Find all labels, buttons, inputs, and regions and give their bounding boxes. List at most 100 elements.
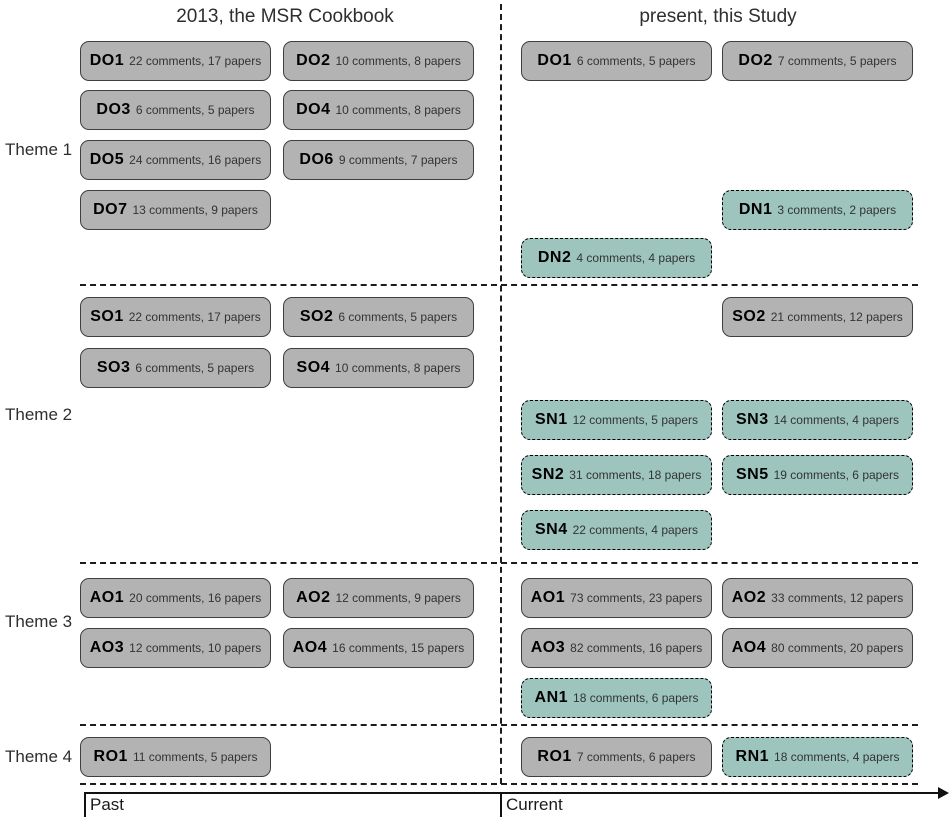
axis-tick-past <box>84 792 86 817</box>
topic-stats: 3 comments, 2 papers <box>777 203 897 217</box>
topic-box-study-RO1: RO1 7 comments, 6 papers <box>521 737 712 777</box>
topic-stats: 6 comments, 5 papers <box>135 361 255 375</box>
topic-stats: 22 comments, 4 papers <box>572 523 699 537</box>
topic-box-study-SN5: SN5 19 comments, 6 papers <box>722 455 913 495</box>
topic-stats: 12 comments, 5 papers <box>572 413 699 427</box>
arrow-right-icon <box>938 787 949 799</box>
axis-tick-current <box>500 792 502 817</box>
topic-box-study-AO3: AO3 82 comments, 16 papers <box>521 628 712 668</box>
topic-code: DN2 <box>537 249 572 266</box>
theme-label-2: Theme 2 <box>5 405 73 424</box>
topic-stats: 7 comments, 5 papers <box>777 54 897 68</box>
topic-box-cookbook-RO1: RO1 11 comments, 5 papers <box>80 737 271 777</box>
topic-box-study-RN1: RN1 18 comments, 4 papers <box>722 737 913 777</box>
topic-code: AO3 <box>530 639 566 656</box>
topic-box-study-DN2: DN2 4 comments, 4 papers <box>521 238 712 278</box>
topic-box-cookbook-AO2: AO2 12 comments, 9 papers <box>283 578 474 618</box>
topic-code: DN1 <box>738 201 773 218</box>
topic-stats: 80 comments, 20 papers <box>771 641 904 655</box>
topic-stats: 82 comments, 16 papers <box>570 641 703 655</box>
topic-stats: 22 comments, 17 papers <box>128 310 261 324</box>
topic-stats: 31 comments, 18 papers <box>569 468 702 482</box>
topic-box-study-DO1: DO1 6 comments, 5 papers <box>521 41 712 81</box>
topic-box-cookbook-DO2: DO2 10 comments, 8 papers <box>283 41 474 81</box>
topic-stats: 6 comments, 5 papers <box>576 54 696 68</box>
topic-stats: 19 comments, 6 papers <box>773 468 900 482</box>
topic-stats: 73 comments, 23 papers <box>570 591 703 605</box>
topic-stats: 16 comments, 15 papers <box>332 641 465 655</box>
topic-code: AO1 <box>89 589 125 606</box>
topic-code: DO2 <box>738 52 773 69</box>
topic-code: AO1 <box>530 589 566 606</box>
topic-box-study-SN2: SN2 31 comments, 18 papers <box>521 455 712 495</box>
topic-box-study-SO2: SO2 21 comments, 12 papers <box>722 297 913 337</box>
topic-code: AO2 <box>296 589 331 606</box>
topic-code: RO1 <box>93 748 128 765</box>
topic-stats: 9 comments, 7 papers <box>338 153 458 167</box>
topic-stats: 12 comments, 9 papers <box>335 591 461 605</box>
column-header-study: present, this Study <box>639 6 797 27</box>
topic-box-study-SN4: SN4 22 comments, 4 papers <box>521 510 712 550</box>
topic-box-study-AO4: AO4 80 comments, 20 papers <box>722 628 913 668</box>
topic-box-cookbook-DO7: DO7 13 comments, 9 papers <box>80 190 271 230</box>
topic-code: AO4 <box>731 639 767 656</box>
theme-label-1: Theme 1 <box>5 140 73 159</box>
topic-code: DO2 <box>296 52 331 69</box>
topic-stats: 6 comments, 5 papers <box>338 310 458 324</box>
topic-box-cookbook-SO2: SO2 6 comments, 5 papers <box>283 297 474 337</box>
theme-label-3: Theme 3 <box>5 612 73 631</box>
topic-code: SN5 <box>735 466 769 483</box>
topic-code: SN2 <box>531 466 565 483</box>
topic-stats: 24 comments, 16 papers <box>129 153 262 167</box>
topic-code: SN3 <box>735 411 769 428</box>
topic-code: DO4 <box>296 101 331 118</box>
topic-stats: 6 comments, 5 papers <box>135 103 255 117</box>
topic-stats: 4 comments, 4 papers <box>576 251 696 265</box>
topic-code: RO1 <box>537 748 572 765</box>
topic-stats: 10 comments, 8 papers <box>335 54 461 68</box>
topic-stats: 11 comments, 5 papers <box>132 750 258 764</box>
topic-box-study-AO2: AO2 33 comments, 12 papers <box>722 578 913 618</box>
topic-stats: 21 comments, 12 papers <box>770 310 903 324</box>
theme-separator-1 <box>80 284 918 286</box>
theme-separator-2 <box>80 562 918 564</box>
topic-stats: 14 comments, 4 papers <box>773 413 900 427</box>
topic-stats: 12 comments, 10 papers <box>129 641 262 655</box>
topic-code: RN1 <box>735 748 770 765</box>
topic-code: DO6 <box>299 151 334 168</box>
topic-code: AO4 <box>292 639 328 656</box>
topic-code: SO2 <box>732 308 766 325</box>
column-header-cookbook: 2013, the MSR Cookbook <box>176 6 394 27</box>
theme-label-4: Theme 4 <box>5 747 73 766</box>
topic-code: DO1 <box>537 52 572 69</box>
topic-box-study-AO1: AO1 73 comments, 23 papers <box>521 578 712 618</box>
time-axis-line <box>84 792 940 794</box>
topic-code: DO7 <box>93 201 128 218</box>
theme-separator-4 <box>80 783 918 785</box>
topic-stats: 13 comments, 9 papers <box>132 203 258 217</box>
topic-stats: 7 comments, 6 papers <box>576 750 696 764</box>
topic-box-cookbook-DO6: DO6 9 comments, 7 papers <box>283 140 474 180</box>
topic-stats: 18 comments, 4 papers <box>774 750 900 764</box>
topic-stats: 10 comments, 8 papers <box>335 103 461 117</box>
topic-box-cookbook-AO4: AO4 16 comments, 15 papers <box>283 628 474 668</box>
topic-stats: 33 comments, 12 papers <box>771 591 904 605</box>
topic-stats: 10 comments, 8 papers <box>335 361 461 375</box>
theme-separator-3 <box>80 724 918 726</box>
topic-code: AO2 <box>731 589 767 606</box>
topic-box-cookbook-DO4: DO4 10 comments, 8 papers <box>283 90 474 130</box>
topic-code: SO2 <box>299 308 334 325</box>
topic-box-study-DN1: DN1 3 comments, 2 papers <box>722 190 913 230</box>
topic-stats: 20 comments, 16 papers <box>129 591 262 605</box>
topic-code: SN4 <box>534 521 568 538</box>
topic-box-cookbook-AO1: AO1 20 comments, 16 papers <box>80 578 271 618</box>
